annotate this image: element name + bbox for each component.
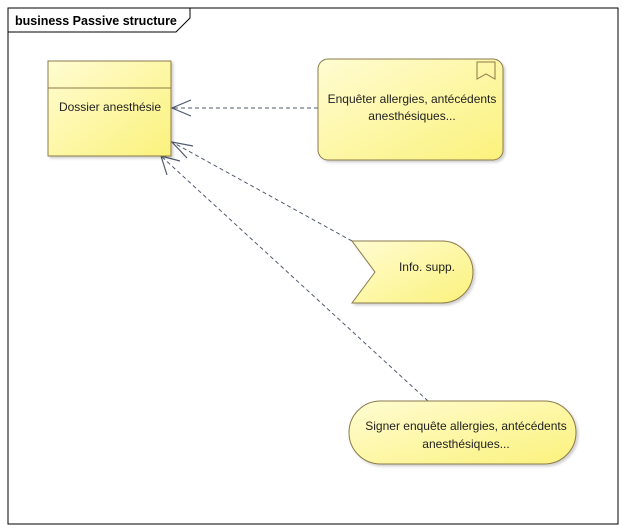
frame-title: business Passive structure bbox=[15, 14, 177, 28]
business-event-label-line1: Enquêter allergies, antécédents bbox=[328, 92, 497, 106]
business-service-label-line2: anesthésiques... bbox=[422, 437, 509, 451]
bookmark-icon bbox=[476, 61, 496, 80]
arrowhead-icon bbox=[170, 99, 192, 117]
business-service-label-line1: Signer enquête allergies, antécédents bbox=[365, 419, 566, 433]
arrowhead-icon bbox=[170, 141, 194, 159]
business-service-signer-enquete[interactable]: Signer enquête allergies, antécédents an… bbox=[348, 400, 577, 465]
business-interaction-label: Info. supp. bbox=[399, 260, 455, 274]
business-event-enqueter-allergies[interactable]: Enquêter allergies, antécédents anesthés… bbox=[317, 58, 504, 161]
connector-event-to-data[interactable] bbox=[170, 99, 318, 117]
connector-interaction-to-data[interactable] bbox=[170, 141, 353, 242]
business-event-label-line2: anesthésiques... bbox=[368, 109, 455, 123]
business-interaction-info-supp[interactable]: Info. supp. bbox=[351, 240, 474, 304]
frame-title-tab bbox=[8, 8, 191, 33]
data-object-dossier-anesthesie[interactable]: Dossier anesthésie bbox=[47, 60, 172, 157]
data-object-label: Dossier anesthésie bbox=[59, 100, 161, 114]
